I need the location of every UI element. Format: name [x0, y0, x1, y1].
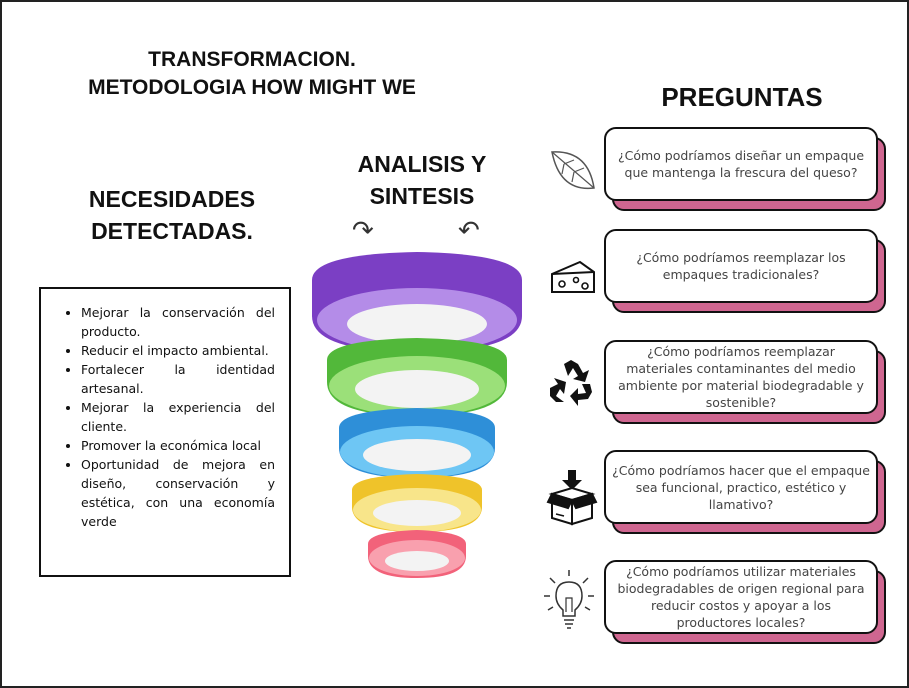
question-card-body: ¿Cómo podríamos hacer que el empaque sea… [604, 450, 878, 524]
funnel-diagram [312, 252, 522, 578]
question-card-3: ¿Cómo podríamos reemplazar materiales co… [604, 340, 888, 424]
needs-item: Mejorar la experiencia del cliente. [81, 398, 275, 436]
question-text: ¿Cómo podríamos diseñar un empaque que m… [617, 148, 865, 180]
recycle-icon [550, 360, 592, 406]
leaf-icon [551, 151, 595, 190]
funnel-layer-3 [339, 408, 495, 478]
needs-heading-line-1: NECESIDADES [88, 186, 256, 212]
curved-arrow-right-icon: ↷ [352, 216, 374, 246]
needs-heading-line-2: DETECTADAS. [91, 218, 253, 244]
funnel-layer-4 [352, 474, 482, 532]
needs-item: Oportunidad de mejora en diseño, conserv… [81, 455, 275, 531]
cheese-icon [551, 260, 595, 293]
needs-item: Mejorar la conservación del producto. [81, 303, 275, 341]
question-text: ¿Cómo podríamos reemplazar los empaques … [636, 250, 846, 282]
analysis-heading-line-1: ANALISIS Y [357, 151, 487, 177]
curved-arrow-left-icon: ↶ [458, 216, 480, 246]
question-text: ¿Cómo podríamos utilizar materiales biod… [617, 564, 865, 630]
question-card-body: ¿Cómo podríamos reemplazar materiales co… [604, 340, 878, 414]
question-card-2: ¿Cómo podríamos reemplazar los empaques … [604, 229, 888, 313]
funnel-layer-5 [368, 530, 466, 578]
question-card-5: ¿Cómo podríamos utilizar materiales biod… [604, 560, 888, 644]
question-card-4: ¿Cómo podríamos hacer que el empaque sea… [604, 450, 888, 534]
analysis-heading-line-2: SINTESIS [369, 183, 475, 209]
funnel-layer-2 [327, 338, 507, 416]
box-icon [546, 470, 598, 526]
needs-item: Reducir el impacto ambiental. [81, 341, 275, 360]
title-line-1: TRANSFORMACION. [148, 48, 356, 71]
needs-heading: NECESIDADES DETECTADAS. [42, 183, 302, 247]
question-text: ¿Cómo podríamos hacer que el empaque sea… [612, 462, 870, 512]
funnel-layer-1 [312, 252, 522, 352]
needs-item: Promover la económica local [81, 436, 275, 455]
page-title: TRANSFORMACION. METODOLOGIA HOW MIGHT WE [42, 46, 462, 102]
title-line-2: METODOLOGIA HOW MIGHT WE [88, 76, 416, 99]
analysis-heading: ANALISIS Y SINTESIS [332, 148, 512, 212]
lightbulb-icon [544, 570, 594, 629]
question-card-1: ¿Cómo podríamos diseñar un empaque que m… [604, 127, 888, 211]
needs-list-box: Mejorar la conservación del producto. Re… [39, 287, 291, 577]
question-text: ¿Cómo podríamos reemplazar materiales co… [618, 344, 864, 410]
question-card-body: ¿Cómo podríamos diseñar un empaque que m… [604, 127, 878, 201]
questions-heading: PREGUNTAS [661, 82, 823, 112]
question-card-body: ¿Cómo podríamos utilizar materiales biod… [604, 560, 878, 634]
question-card-body: ¿Cómo podríamos reemplazar los empaques … [604, 229, 878, 303]
needs-item: Fortalecer la identidad artesanal. [81, 360, 275, 398]
needs-list: Mejorar la conservación del producto. Re… [49, 303, 275, 531]
